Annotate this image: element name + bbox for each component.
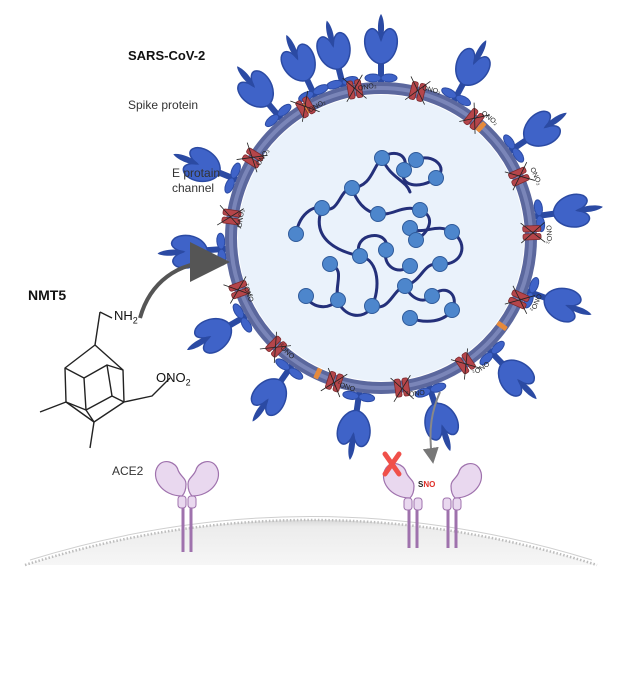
ace2-receptor-group	[154, 461, 483, 552]
nucleoprotein	[364, 298, 380, 314]
nucleoprotein	[322, 256, 338, 272]
nucleoprotein	[428, 170, 444, 186]
membrane-protein	[520, 221, 546, 244]
nmt5-structure	[39, 311, 171, 449]
membrane-protein	[223, 276, 253, 304]
nucleoprotein	[412, 202, 428, 218]
ace2-receptor	[154, 461, 220, 552]
drug-name: NMT5	[28, 287, 67, 303]
e-protein-channel	[496, 321, 508, 331]
nucleoprotein	[402, 310, 418, 326]
nitrate-group-label: ONO2	[156, 370, 191, 388]
nucleoprotein	[402, 258, 418, 274]
spike-protein	[363, 14, 399, 90]
sno-modification-label: SNO	[418, 480, 436, 489]
spike-protein-group	[157, 14, 603, 460]
membrane-protein	[459, 102, 490, 134]
nucleoprotein	[444, 224, 460, 240]
nucleoprotein	[408, 232, 424, 248]
membrane-protein	[342, 74, 367, 103]
nucleoprotein	[396, 162, 412, 178]
spike-protein	[527, 193, 603, 233]
nucleoprotein	[330, 292, 346, 308]
nucleoprotein	[298, 288, 314, 304]
spike-protein-label: Spike protein	[128, 98, 199, 112]
nucleoprotein	[397, 278, 413, 294]
nucleoprotein	[378, 242, 394, 258]
membrane-protein	[236, 142, 268, 173]
membrane-protein	[450, 348, 482, 380]
membrane-protein	[404, 76, 431, 105]
e-protein-channel	[475, 121, 487, 133]
nucleoprotein-group	[288, 150, 460, 326]
membrane-protein	[504, 285, 535, 315]
e-protein-channel-group	[301, 102, 508, 380]
nucleoprotein	[288, 226, 304, 242]
nucleoprotein	[444, 302, 460, 318]
nucleoprotein	[352, 248, 368, 264]
membrane-protein	[390, 375, 414, 403]
membrane-protein	[216, 205, 244, 229]
host-cell	[24, 516, 598, 567]
binding-arrow	[422, 391, 441, 464]
membrane-protein-group	[216, 74, 546, 403]
block-mark	[382, 451, 402, 477]
nucleoprotein	[424, 288, 440, 304]
spike-protein	[336, 384, 376, 460]
ace2-receptor	[382, 463, 423, 548]
virus-title: SARS-CoV-2	[128, 48, 206, 63]
membrane-protein	[320, 367, 348, 398]
nucleoprotein	[344, 180, 360, 196]
spike-protein	[280, 34, 329, 106]
e-protein-channel	[313, 367, 323, 380]
membrane-protein	[504, 161, 535, 191]
nucleoprotein	[432, 256, 448, 272]
membrane-protein	[259, 331, 291, 363]
ace2-receptor	[442, 463, 483, 548]
e-protein-label-line1: E protain	[172, 166, 221, 180]
nucleoprotein	[408, 152, 424, 168]
nucleoprotein	[370, 206, 386, 222]
ace2-label: ACE2	[112, 464, 144, 478]
membrane-protein	[290, 90, 320, 122]
spike-protein	[316, 20, 359, 96]
nucleoprotein	[314, 200, 330, 216]
amine-group-label: NH2	[114, 308, 138, 326]
ono2-tag: ONO₂	[544, 224, 553, 244]
nucleoprotein	[374, 150, 390, 166]
drug-arrow	[138, 242, 230, 319]
e-protein-label-line2: channel	[172, 181, 215, 195]
